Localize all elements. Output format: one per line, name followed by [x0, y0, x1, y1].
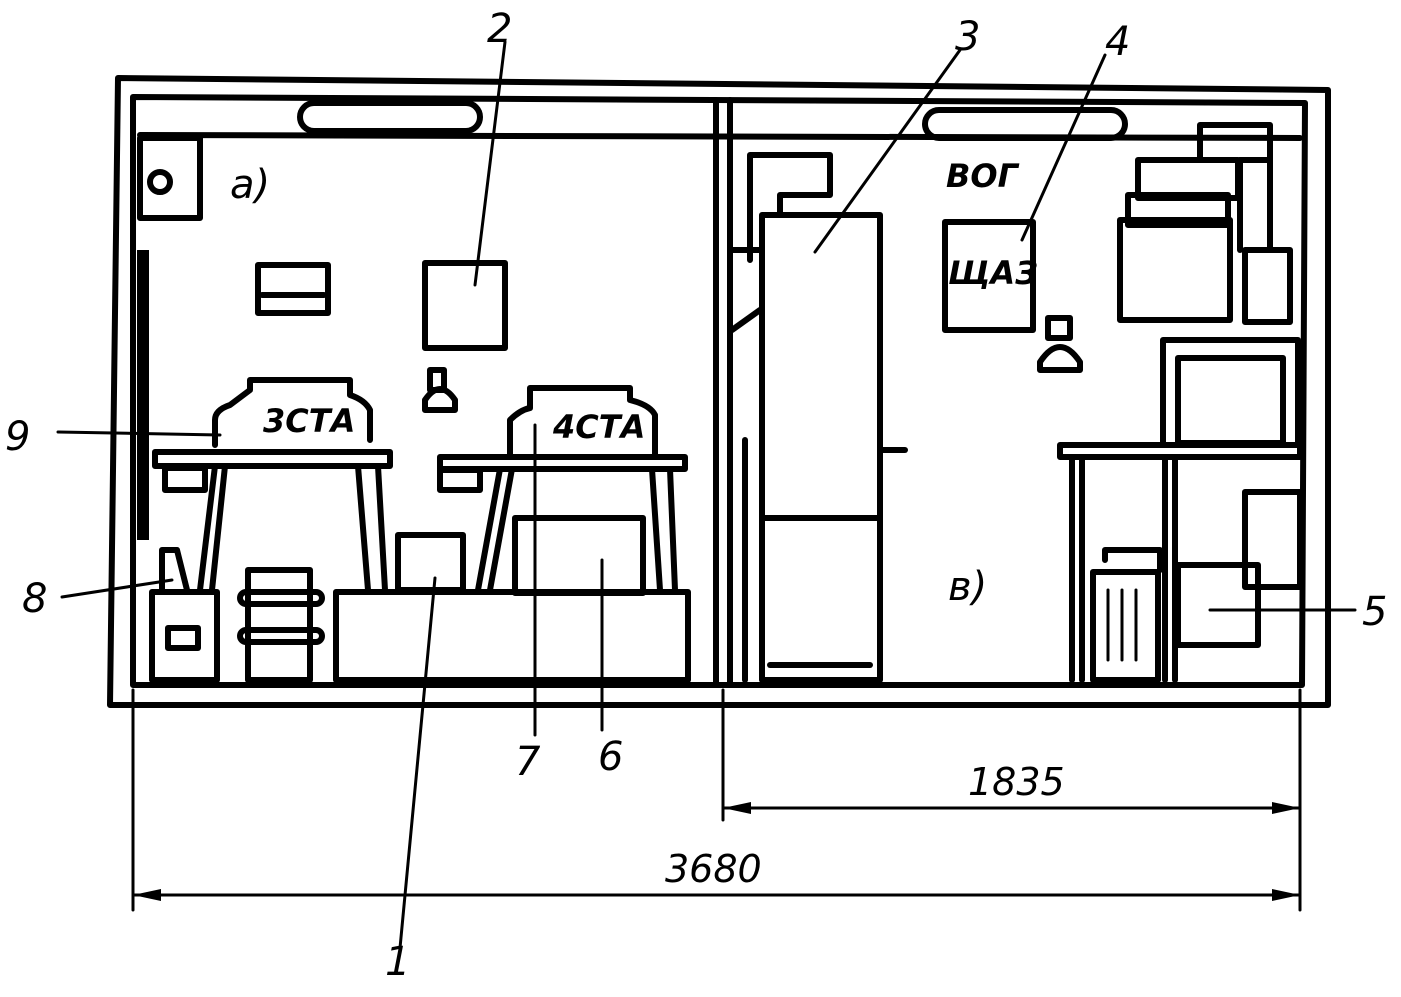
wall-box-left	[255, 262, 331, 316]
telephone-left	[422, 367, 458, 413]
section-label-b: в)	[948, 564, 987, 610]
ceiling-lamp-right	[922, 107, 1128, 141]
label-vog: ВОГ	[946, 157, 1020, 195]
callout-5: 5	[1362, 589, 1387, 635]
wall-panel	[137, 250, 149, 540]
table-right	[437, 454, 688, 593]
callout-2: 2	[487, 6, 512, 52]
ceiling-lamp-left	[297, 100, 483, 134]
panel-shaz	[942, 219, 1036, 333]
rack-3sta	[212, 377, 373, 448]
callout-6: 6	[598, 734, 623, 780]
rack-4sta	[507, 385, 658, 458]
building-shell	[107, 75, 1331, 708]
corner-box	[137, 135, 203, 221]
wall-box-2	[422, 260, 508, 351]
label-4sta: 4СТА	[552, 408, 645, 446]
label-shaz: ЩАЗ	[948, 254, 1038, 292]
unit-6	[512, 515, 646, 596]
callout-9: 9	[5, 414, 30, 460]
callout-3: 3	[955, 14, 980, 60]
section-label-a: а)	[230, 162, 270, 208]
charger-8	[149, 547, 220, 683]
leader-lines	[56, 40, 1357, 950]
table-left	[152, 449, 393, 593]
equipment-right	[1057, 122, 1303, 683]
cabinet-3	[729, 152, 908, 683]
dimension-total: 3680	[665, 847, 762, 891]
callout-1: 1	[385, 939, 410, 985]
telephone-right	[1037, 315, 1083, 373]
label-3sta: 3СТА	[263, 402, 355, 440]
callout-7: 7	[515, 739, 541, 785]
dimension-lines	[131, 688, 1302, 912]
callout-8: 8	[22, 576, 47, 622]
dimension-partial: 1835	[968, 760, 1065, 804]
battery-stack	[237, 567, 325, 683]
callout-4: 4	[1105, 19, 1130, 65]
